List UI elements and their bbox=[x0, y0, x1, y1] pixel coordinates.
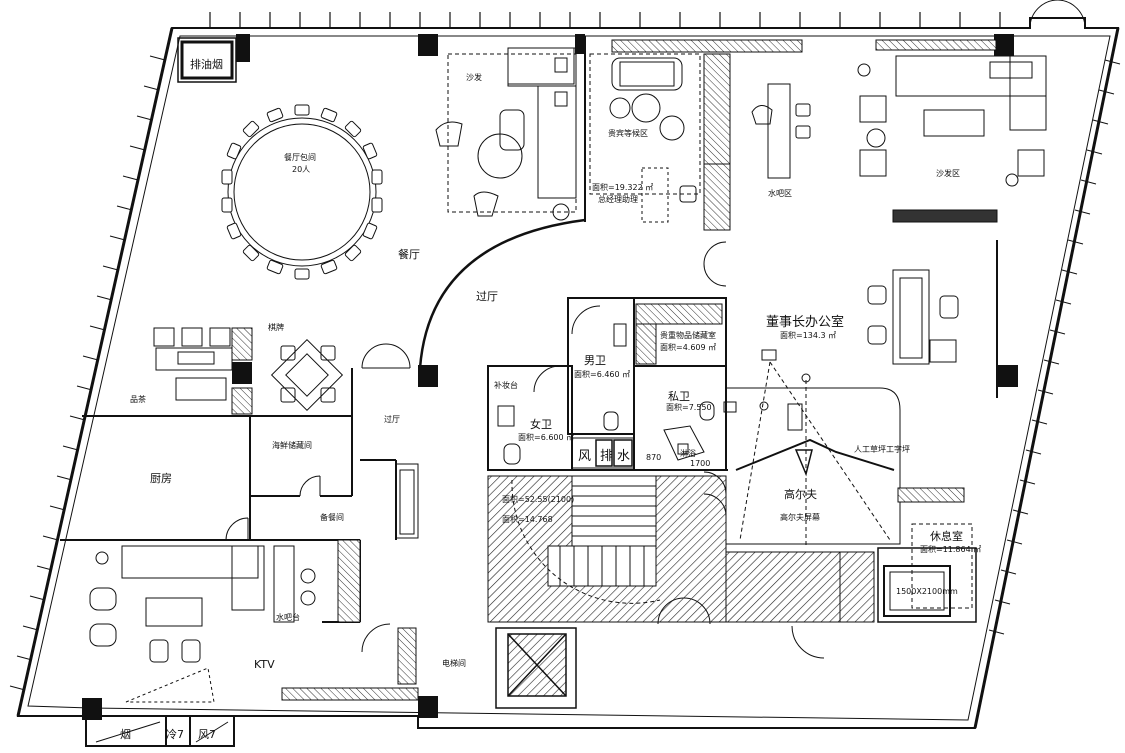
label-gm-assistant: 总经理助理 bbox=[598, 194, 638, 204]
curved-partition bbox=[418, 36, 586, 369]
label-private-area: 面积=7.550 bbox=[666, 402, 712, 412]
ktv-zone bbox=[89, 539, 417, 703]
chess-table bbox=[270, 338, 344, 412]
label-vip-wait: 贵宾等候区 bbox=[608, 128, 648, 138]
chairman-sofa bbox=[857, 55, 1047, 187]
label-chairman-area: 面积=134.3 ㎡ bbox=[780, 330, 836, 340]
label-water-bar-bottom: 水吧台 bbox=[276, 612, 300, 622]
vip-waiting-area bbox=[589, 53, 701, 223]
room-labels: 排油烟 餐厅包间 20人 沙发 餐厅 贵宾等候区 面积=19.322 ㎡ 总经理… bbox=[120, 57, 981, 741]
chairman-desk bbox=[867, 240, 998, 398]
columns bbox=[82, 34, 1018, 720]
banquet-table bbox=[227, 117, 377, 267]
golf-zone bbox=[723, 349, 901, 548]
hall-doors bbox=[361, 343, 411, 369]
tea-area bbox=[153, 327, 253, 415]
label-chairman-office: 董事长办公室 bbox=[766, 314, 844, 330]
label-valuables-area: 面积=4.609 ㎡ bbox=[660, 342, 716, 352]
top-wall-ticks bbox=[209, 12, 1001, 28]
label-bed-size: 1500X2100mm bbox=[896, 587, 958, 596]
entrance-doors bbox=[1029, 0, 1086, 29]
label-womens-wc: 女卫 bbox=[530, 417, 552, 431]
banquet-chairs bbox=[221, 104, 383, 280]
water-bar-top bbox=[751, 83, 811, 179]
right-wall-ticks bbox=[988, 59, 1121, 635]
label-womens-area: 面积=6.600 ㎡ bbox=[518, 432, 574, 442]
label-stair-note-1: 面积=52.55(2100) bbox=[502, 494, 574, 504]
washrooms bbox=[487, 297, 728, 471]
label-rest-room: 休息室 bbox=[930, 529, 963, 543]
bottom-shafts bbox=[85, 715, 235, 747]
elevator-doors bbox=[657, 597, 825, 659]
label-water: 水 bbox=[617, 449, 630, 464]
label-ktv: KTV bbox=[254, 658, 275, 671]
label-restaurant: 餐厅 bbox=[398, 247, 420, 261]
label-wind: 风 bbox=[578, 449, 591, 464]
label-dim-870: 870 bbox=[646, 453, 661, 462]
label-sofa-a: 沙发 bbox=[466, 72, 482, 82]
elevator-shaft bbox=[495, 627, 577, 709]
label-golf-screen: 高尔夫屏幕 bbox=[780, 512, 820, 522]
label-artificial-turf: 人工草坪工字坪 bbox=[854, 444, 910, 454]
left-wall-ticks bbox=[9, 55, 166, 691]
label-vip-wait-area: 面积=19.322 ㎡ bbox=[592, 182, 653, 192]
sofa-area-a bbox=[435, 47, 577, 221]
stair-core bbox=[487, 475, 875, 623]
label-mens-area: 面积=6.460 ㎡ bbox=[574, 369, 630, 379]
label-sofa-area: 沙发区 bbox=[936, 168, 960, 178]
corridor-doors bbox=[703, 241, 727, 517]
label-tea: 品茶 bbox=[130, 394, 146, 404]
label-hall-2: 过厅 bbox=[384, 414, 400, 424]
label-prep-room: 备餐间 bbox=[320, 512, 344, 522]
label-rest-area: 面积=11.864 ㎡ bbox=[920, 544, 981, 554]
label-shower: 淋浴 bbox=[680, 448, 696, 458]
partition-column bbox=[703, 53, 731, 231]
label-water-bar-top: 水吧区 bbox=[768, 188, 792, 198]
label-wind-7: 风7 bbox=[198, 728, 216, 741]
prep-counter bbox=[395, 463, 419, 539]
label-banquet-room: 餐厅包间 bbox=[284, 152, 316, 162]
label-chess: 棋牌 bbox=[268, 322, 284, 332]
label-seafood-storage: 海鲜储藏间 bbox=[272, 440, 312, 450]
outer-walls bbox=[16, 17, 1120, 729]
label-stair-note-2: 面积=14.768 bbox=[502, 514, 553, 524]
washroom-fixtures bbox=[497, 303, 723, 469]
label-private-wc: 私卫 bbox=[668, 390, 690, 403]
label-kitchen: 厨房 bbox=[150, 472, 172, 485]
label-dim-1700: 1700 bbox=[690, 459, 710, 468]
turf-strip bbox=[897, 487, 965, 503]
seafood-door bbox=[225, 475, 321, 541]
label-golf: 高尔夫 bbox=[784, 487, 817, 501]
label-makeup: 补妆台 bbox=[494, 380, 518, 390]
label-mens-wc: 男卫 bbox=[584, 354, 606, 367]
label-elevator: 电梯间 bbox=[442, 658, 466, 668]
wall-fills bbox=[281, 39, 998, 701]
label-hall-1: 过厅 bbox=[476, 290, 498, 303]
label-banquet-capacity: 20人 bbox=[292, 165, 310, 174]
label-exhaust-smoke: 排油烟 bbox=[190, 57, 223, 71]
label-cold-7: 冷7 bbox=[166, 728, 184, 741]
exhaust-smoke-room bbox=[177, 37, 237, 83]
label-valuables-storage: 贵重物品储藏室 bbox=[660, 330, 716, 340]
label-exhaust: 排 bbox=[600, 449, 613, 464]
label-smoke: 烟 bbox=[120, 727, 131, 741]
rest-room bbox=[877, 523, 977, 623]
